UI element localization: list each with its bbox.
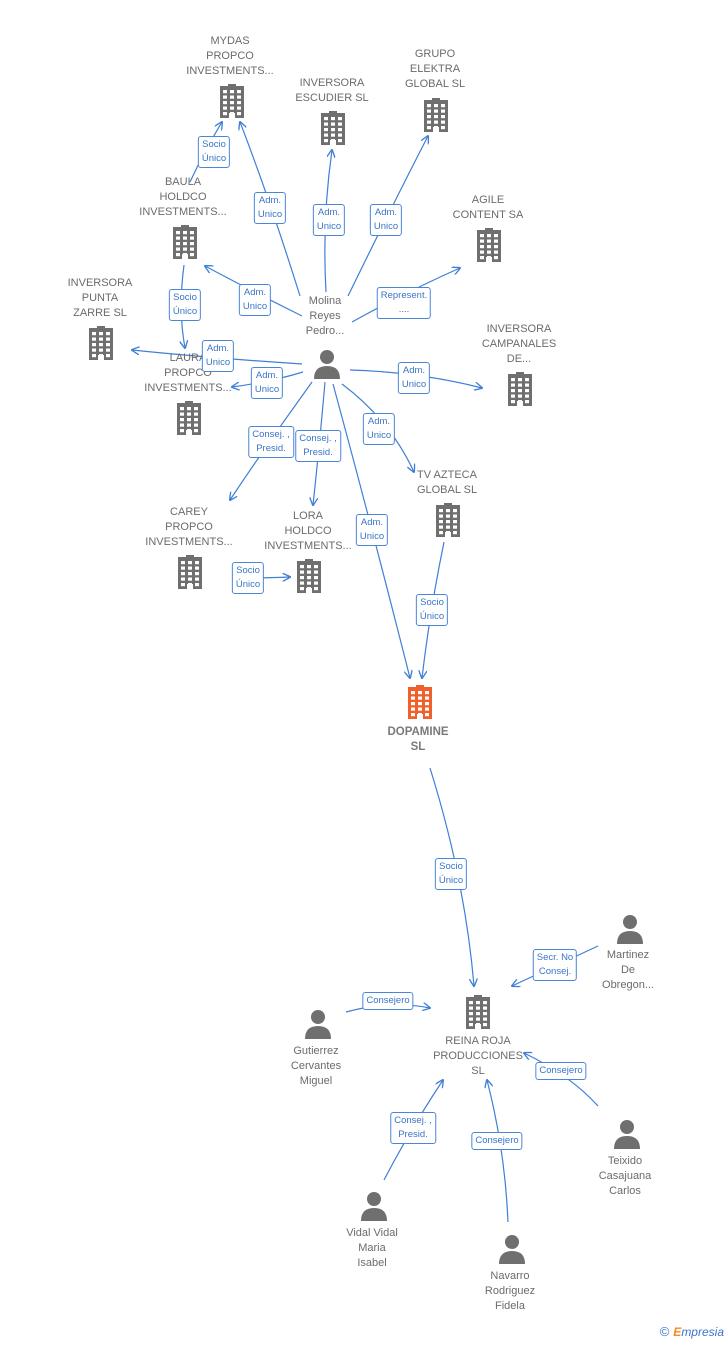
building-icon[interactable] [465,995,491,1036]
person-name-teixido[interactable]: Teixido Casajuana Carlos [598,1155,652,1197]
person-name-navarro[interactable]: Navarro Rodriguez Fidela [484,1270,536,1312]
relation-label-lora-carey[interactable]: Socio Único [231,562,265,594]
company-name-azteca[interactable]: TV AZTECA GLOBAL SL [416,469,478,496]
company-name-baula[interactable]: BAULA HOLDCO INVESTMENTS... [139,176,227,218]
relation-label-vidal-reina[interactable]: Consej. , Presid. [390,1112,436,1144]
company-name-elektra[interactable]: GRUPO ELEKTRA GLOBAL SL [404,48,466,90]
company-name-escudier[interactable]: INVERSORA ESCUDIER SL [295,77,369,104]
relation-label-navarro-reina[interactable]: Consejero [471,1132,523,1150]
person-name-martinez[interactable]: Martinez De Obregon... [602,949,654,991]
relation-label-molina-baula[interactable]: Adm. Unico [238,284,272,316]
relation-label-azteca-dopamine[interactable]: Socio Único [415,594,449,626]
company-name-lora[interactable]: LORA HOLDCO INVESTMENTS... [264,510,352,552]
brand-logo[interactable]: ©Empresia [660,1324,724,1339]
relation-label-molina-campanales[interactable]: Adm. Unico [397,362,431,394]
person-icon[interactable] [304,1009,332,1044]
building-icon[interactable] [507,372,533,413]
relation-label-molina-agile[interactable]: Represent. .... [376,287,432,319]
relation-label-molina-lora[interactable]: Consej. , Presid. [295,430,341,462]
company-name-reina[interactable]: REINA ROJA PRODUCCIONES SL [433,1035,523,1077]
relation-label-molina-mydas[interactable]: Adm. Unico [253,192,287,224]
relation-label-martinez-reina[interactable]: Secr. No Consej. [532,949,578,981]
building-icon[interactable] [172,225,198,266]
relation-label-molina-azteca[interactable]: Adm. Unico [362,413,396,445]
relation-label-molina-escudier[interactable]: Adm. Unico [312,204,346,236]
company-name-campanales[interactable]: INVERSORA CAMPANALES DE... [481,323,557,365]
brand-initial: E [673,1325,682,1339]
company-name-agile[interactable]: AGILE CONTENT SA [452,194,524,221]
person-icon[interactable] [360,1191,388,1226]
building-icon[interactable] [407,685,433,726]
person-name-gutierrez[interactable]: Gutierrez Cervantes Miguel [290,1045,342,1087]
copyright-symbol: © [659,1324,670,1339]
company-name-laura[interactable]: LAURA PROPCO INVESTMENTS... [144,352,232,394]
relation-label-teixido-reina[interactable]: Consejero [535,1062,587,1080]
building-icon[interactable] [435,503,461,544]
relation-label-molina-laura[interactable]: Adm. Unico [250,367,284,399]
building-icon[interactable] [88,326,114,367]
company-name-carey[interactable]: CAREY PROPCO INVESTMENTS... [145,506,233,548]
building-icon[interactable] [423,98,449,139]
person-icon[interactable] [616,914,644,949]
relation-label-molina-dopamine[interactable]: Adm. Unico [355,514,389,546]
person-icon[interactable] [313,349,341,384]
person-icon[interactable] [498,1234,526,1269]
building-icon[interactable] [177,555,203,596]
brand-name: mpresia [681,1325,724,1339]
building-icon[interactable] [320,111,346,152]
edge-line-navarro-reina [487,1080,509,1223]
company-name-punta[interactable]: INVERSORA PUNTA ZARRE SL [67,277,133,319]
company-name-mydas[interactable]: MYDAS PROPCO INVESTMENTS... [186,35,274,77]
relation-label-molina-carey[interactable]: Consej. , Presid. [248,426,294,458]
building-icon[interactable] [476,228,502,269]
relation-label-dopamine-reina[interactable]: Socio Único [434,858,468,890]
person-name-molina[interactable]: Molina Reyes Pedro... [305,295,345,337]
person-name-vidal[interactable]: Vidal Vidal Maria Isabel [346,1227,398,1269]
building-icon[interactable] [176,401,202,442]
building-icon[interactable] [296,559,322,600]
building-icon[interactable] [219,84,245,125]
company-name-dopamine[interactable]: DOPAMINE SL [387,726,449,753]
relation-label-molina-elektra[interactable]: Adm. Unico [369,204,403,236]
relation-label-molina-punta[interactable]: Adm. Unico [201,340,235,372]
relation-label-gutierrez-reina[interactable]: Consejero [362,992,414,1010]
relation-label-baula-laura[interactable]: Socio Único [168,289,202,321]
person-icon[interactable] [613,1119,641,1154]
relation-label-baula-mydas[interactable]: Socio Único [197,136,231,168]
